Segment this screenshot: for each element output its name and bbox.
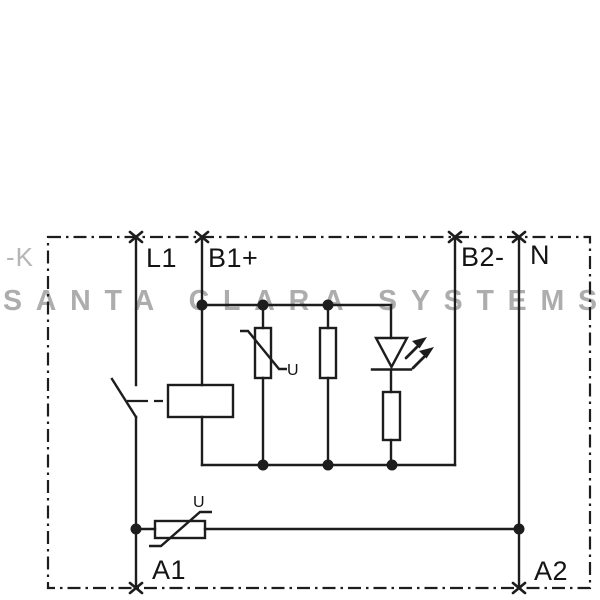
led-emission-arrowhead-1 (412, 337, 427, 349)
terminal-label-l1: L1 (146, 243, 177, 273)
terminal-mark-a2 (511, 581, 527, 595)
enclosure-border-outline (46, 235, 592, 590)
terminal-mark-b1-plus (194, 230, 210, 244)
varistor-body (253, 326, 273, 380)
upper-varistor-branch: U (240, 303, 299, 467)
terminal-label-a2: A2 (534, 556, 568, 586)
resistor-branch (318, 303, 338, 467)
terminal-label-n: N (530, 240, 550, 270)
watermark-text: SANTA CLARA SYSTEMS (3, 285, 597, 317)
junction-dot (130, 523, 142, 535)
lower-varistor-branch: U (134, 494, 521, 548)
led-branch (370, 303, 434, 467)
led-icon (370, 336, 434, 371)
enclosure-border (46, 235, 592, 590)
terminal-label-a1: A1 (152, 555, 186, 585)
relay-coil-icon (127, 383, 235, 419)
relay-coil-body (166, 383, 235, 419)
led-triangle (373, 336, 410, 370)
terminal-mark-l1 (128, 230, 144, 244)
lower-varistor-icon: U (149, 494, 212, 548)
junction-dot (322, 459, 334, 471)
terminal-label-b2-minus: B2- (461, 242, 505, 272)
led-emission-arrow-2 (411, 355, 426, 370)
varistor-voltage-label: U (287, 362, 299, 379)
lower-varistor-diagonal-stroke (149, 510, 212, 548)
led-emission-arrow-1 (404, 345, 419, 360)
varistor-diagonal-stroke (240, 329, 287, 371)
coil-branch (127, 235, 235, 467)
resistor-icon (318, 326, 338, 380)
junction-dot (386, 459, 398, 471)
junction-dot (196, 299, 208, 311)
led-resistor-icon (381, 390, 402, 442)
no-switch-contact-icon (110, 377, 138, 419)
terminal-mark-a1 (128, 581, 144, 595)
terminal-labels: L1 B1+ B2- N A1 A2 (146, 240, 568, 586)
junction-dots (130, 299, 525, 535)
terminal-label-b1-plus: B1+ (208, 243, 258, 273)
junction-dot (257, 459, 269, 471)
varistor-icon: U (240, 326, 299, 380)
lower-varistor-voltage-label: U (193, 494, 205, 511)
junction-dot (513, 523, 525, 535)
terminal-mark-n (511, 230, 527, 244)
terminal-x-marks (128, 230, 527, 595)
terminal-mark-b2-minus (447, 230, 463, 244)
l1-branch (110, 235, 138, 590)
junction-dot (257, 299, 269, 311)
led-emission-arrowhead-2 (419, 347, 434, 359)
relay-designator-label: -K (6, 242, 34, 272)
junction-dot (322, 299, 334, 311)
switch-blade (110, 377, 138, 419)
